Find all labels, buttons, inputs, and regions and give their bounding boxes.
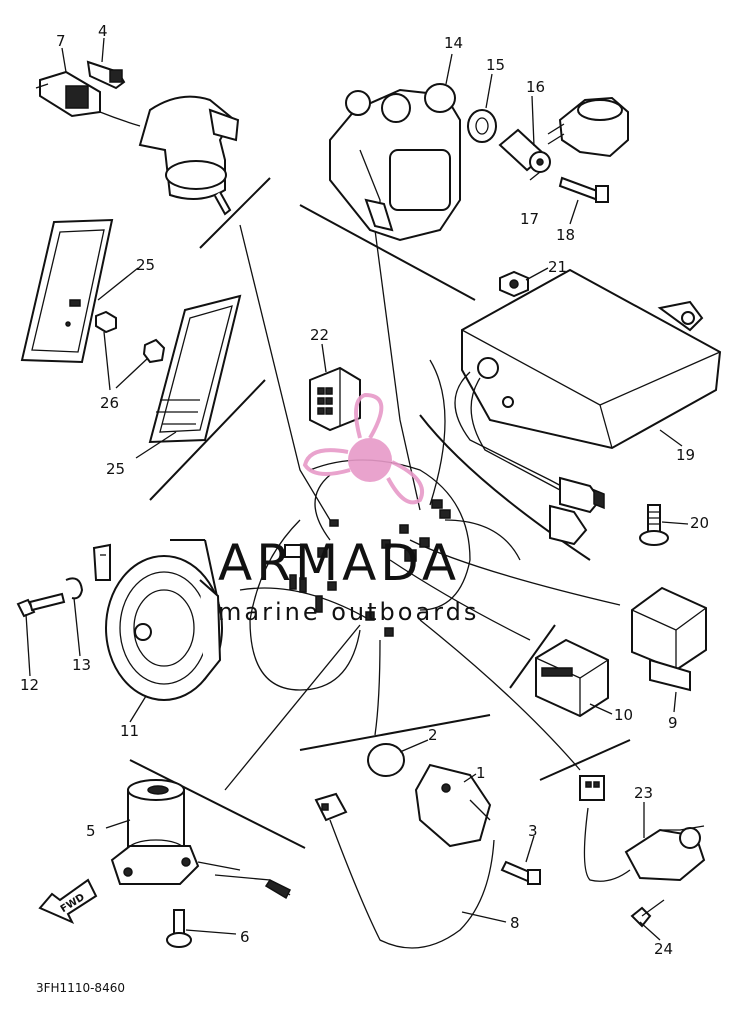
reflector-side: [148, 294, 242, 444]
bolt-20: [639, 504, 669, 546]
callout-21: 21: [548, 258, 567, 276]
sensor-1: [414, 763, 492, 848]
relay-10: [535, 638, 609, 718]
part-number: 3FH1110-8460: [36, 981, 125, 995]
spark-plug: [35, 70, 141, 127]
callout-2: 2: [428, 726, 438, 744]
ignition-coil: [138, 95, 240, 216]
nut-26: [95, 310, 166, 364]
callout-25-bottom: 25: [106, 460, 125, 478]
cdi-cable-connectors: [549, 476, 605, 546]
callout-12: 12: [20, 676, 39, 694]
screw-3: [500, 860, 541, 885]
callout-23: 23: [634, 784, 653, 802]
callout-5: 5: [86, 822, 96, 840]
switch-23: [579, 775, 706, 882]
grommet: [467, 109, 497, 143]
coupler-22: [309, 366, 361, 432]
watermark: ARMADA marine outboards: [218, 392, 479, 626]
starter-solenoid: [110, 779, 292, 900]
callout-15: 15: [486, 56, 505, 74]
section-dividers: [129, 177, 631, 849]
callout-7: 7: [56, 32, 66, 50]
bolt-6: [166, 909, 192, 948]
callout-8: 8: [510, 914, 520, 932]
callout-17: 17: [520, 210, 539, 228]
callout-6: 6: [240, 928, 250, 946]
callout-4: 4: [98, 22, 108, 40]
watermark-subtitle: marine outboards: [218, 598, 479, 626]
harness-leaders: [224, 224, 621, 791]
relay-9: [631, 586, 707, 692]
callout-9: 9: [668, 714, 678, 732]
trim-motor-assembly: [329, 83, 461, 242]
callout-19: 19: [676, 446, 695, 464]
bolt-18: [558, 176, 609, 203]
nut-21: [499, 270, 529, 298]
callout-14: 14: [444, 34, 463, 52]
washer: [529, 151, 551, 173]
callout-24: 24: [654, 940, 673, 958]
cdi-unit: [454, 268, 722, 497]
plug-cap: [86, 60, 126, 90]
o-ring-2: [367, 743, 405, 777]
callout-26: 26: [100, 394, 119, 412]
callout-13: 13: [72, 656, 91, 674]
callout-22: 22: [310, 326, 329, 344]
callout-11: 11: [120, 722, 139, 740]
callout-3: 3: [528, 822, 538, 840]
watermark-title: ARMADA: [218, 534, 460, 592]
screw-24: [630, 899, 665, 928]
reflector-rear: [20, 218, 114, 364]
callout-25-top: 25: [136, 256, 155, 274]
callout-10: 10: [614, 706, 633, 724]
callout-20: 20: [690, 514, 709, 532]
washer-13: [65, 577, 84, 600]
fwd-arrow: FWD: [38, 878, 98, 925]
callout-16: 16: [526, 78, 545, 96]
switch-assembly-top: [547, 96, 629, 158]
watermark-logo: [302, 392, 424, 505]
horn: [92, 543, 223, 701]
callout-labels: 7 4 14 15 16 17 18 21 19 20 22 25 26 25 …: [20, 22, 709, 958]
bolt-12: [16, 592, 66, 618]
callout-18: 18: [556, 226, 575, 244]
callout-1: 1: [476, 764, 486, 782]
lead-wire-8: [314, 792, 495, 949]
wire-harness-connectors: [284, 499, 451, 637]
